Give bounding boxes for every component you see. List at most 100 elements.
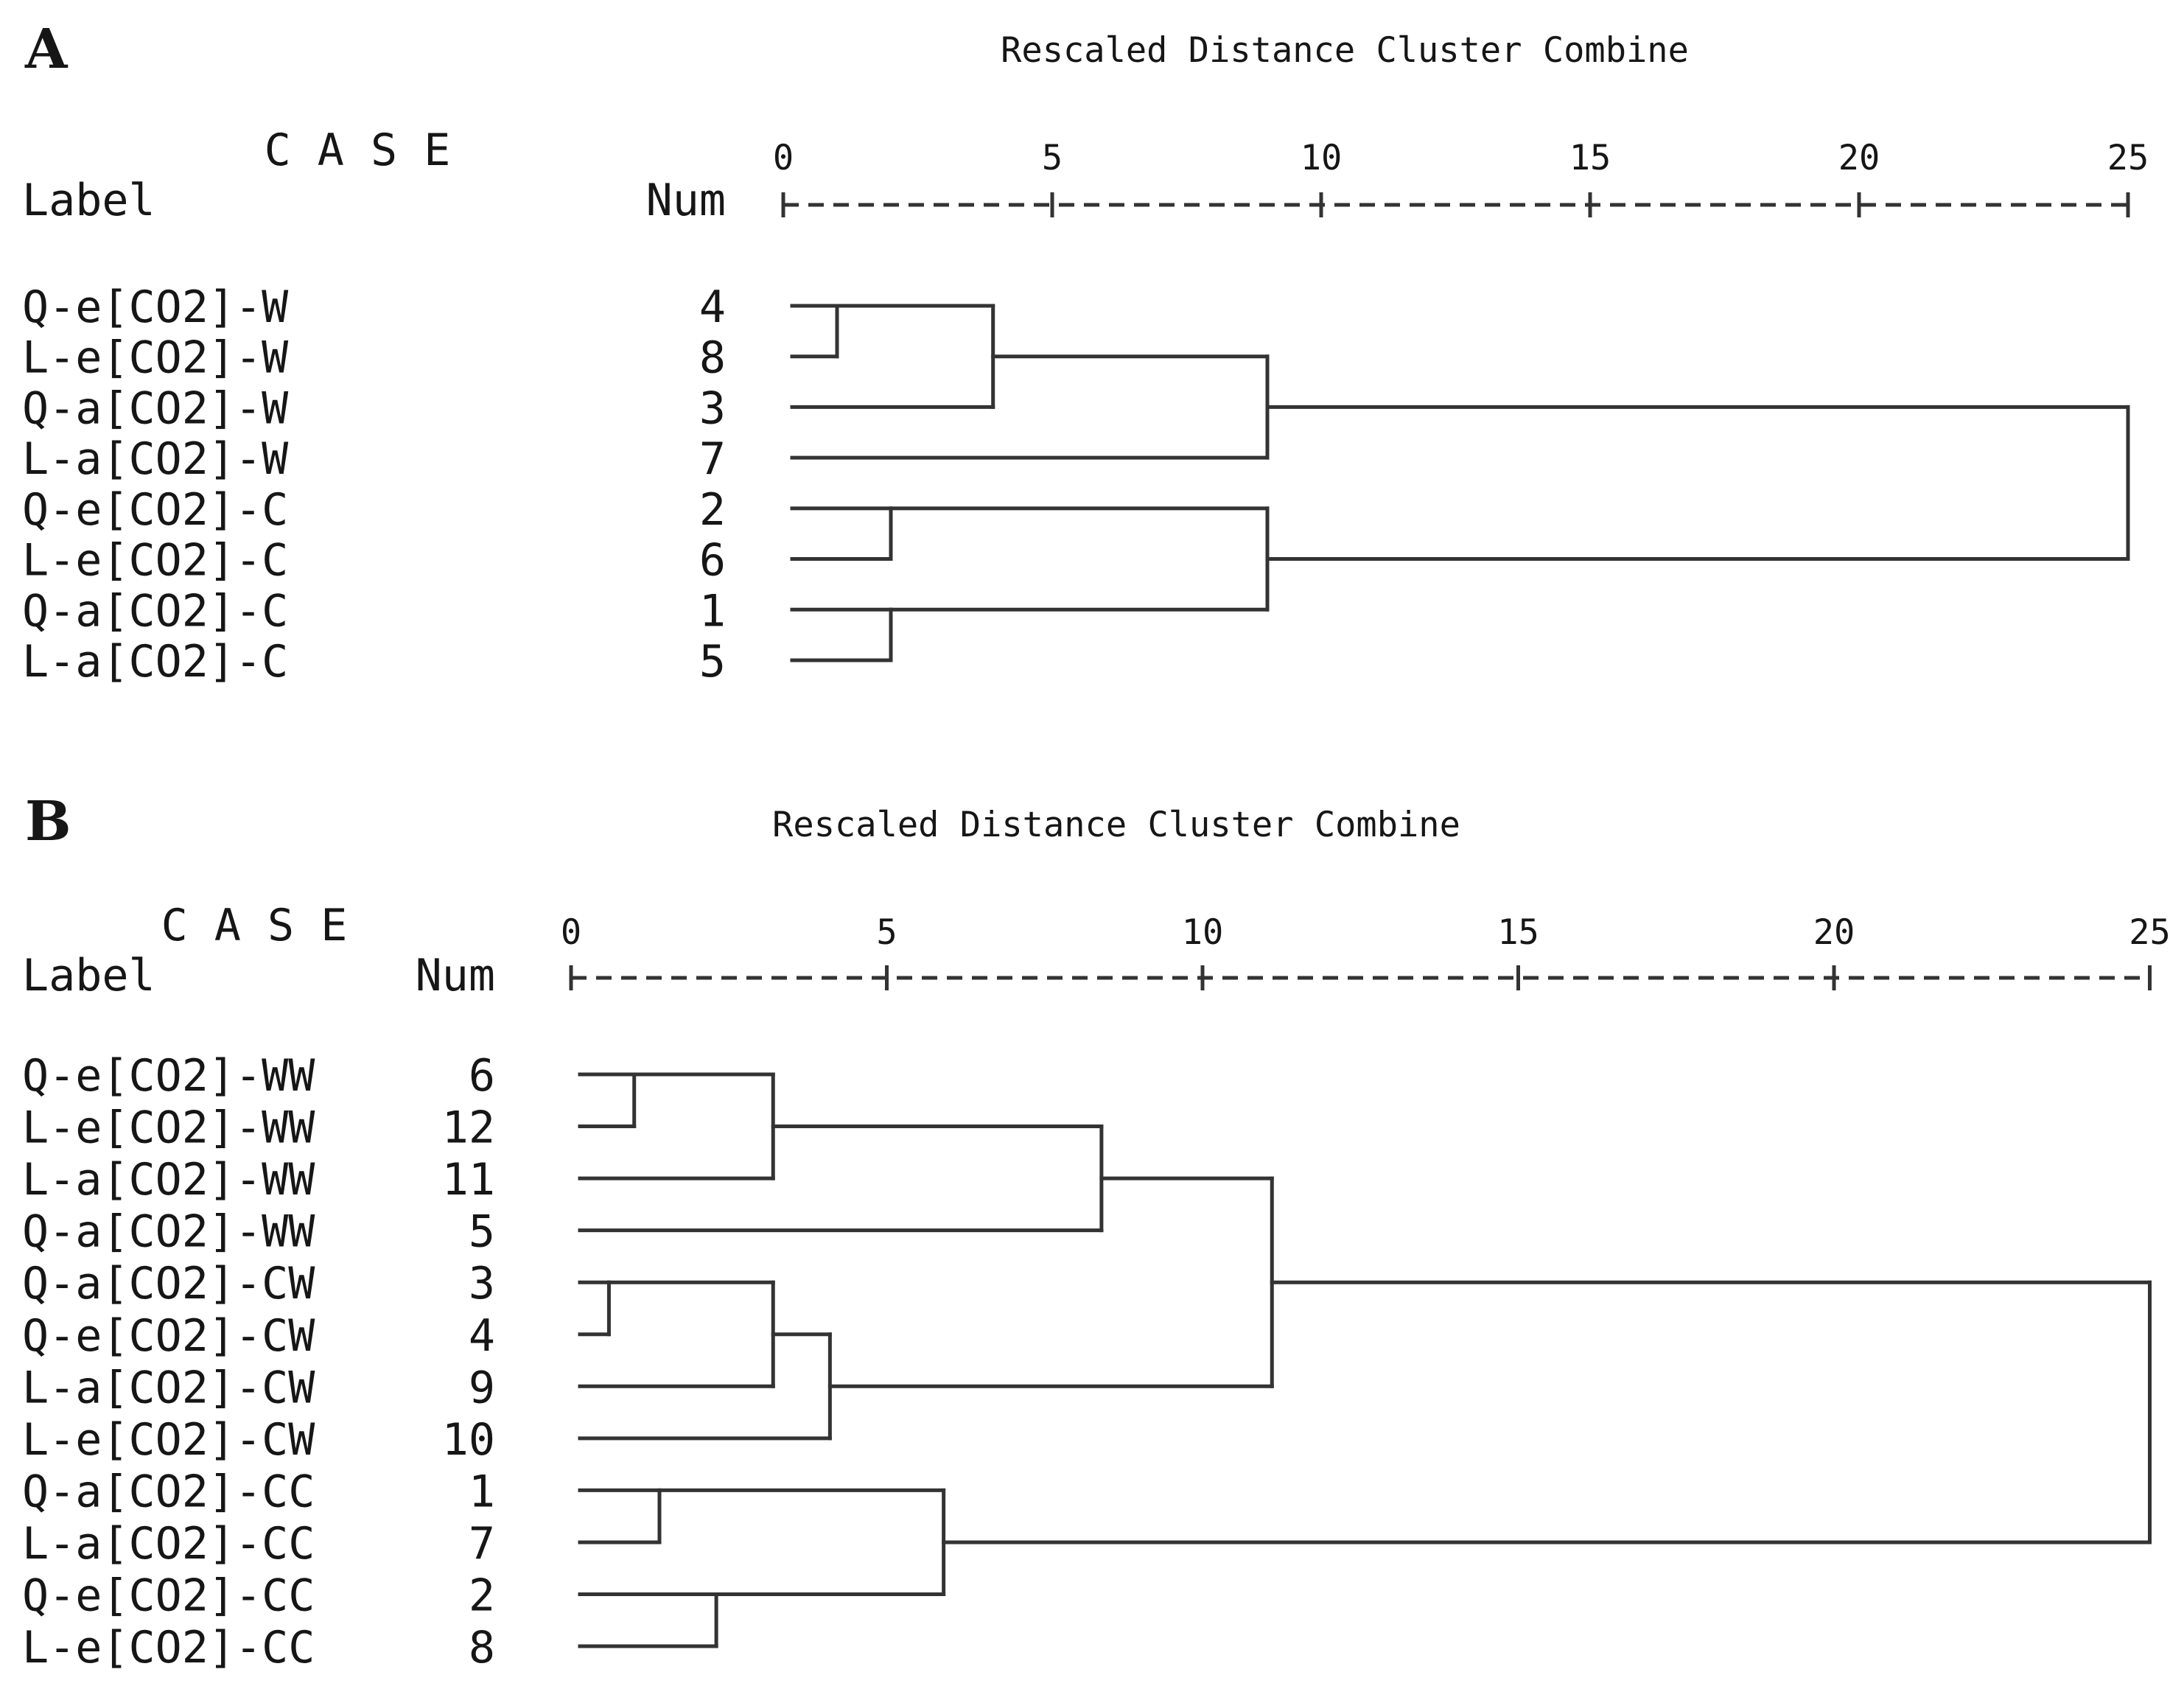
leaf-row: Q-e[CO2]-CC 2: [22, 1570, 718, 1622]
leaf-label: L-a[CO2]-C: [22, 636, 288, 688]
axis-tick-label: 25: [2107, 138, 2149, 178]
leaf-num: 7: [469, 1518, 495, 1570]
cluster-link: [714, 1592, 946, 1648]
leaf-num: 5: [699, 636, 726, 688]
num-column-header: Num: [646, 175, 726, 226]
leaf-label: L-a[CO2]-W: [22, 433, 289, 485]
dendrogram-panel-b: B Rescaled Distance Cluster Combine C A S …: [22, 790, 2171, 1673]
axis-tick-label: 0: [561, 912, 581, 953]
cluster-link: [657, 1488, 946, 1545]
leaf-row: Q-a[CO2]-W 3: [22, 382, 995, 434]
leaf-num: 11: [442, 1154, 495, 1206]
leaf-row: L-e[CO2]-WW 12: [22, 1102, 637, 1154]
leaf-num: 4: [699, 281, 726, 333]
leaf-label: Q-a[CO2]-C: [22, 585, 288, 637]
leaf-num: 7: [699, 433, 726, 485]
cluster-link: [889, 607, 1270, 662]
leaf-row: Q-a[CO2]-WW 5: [22, 1206, 1104, 1258]
leaf-num: 4: [469, 1310, 495, 1362]
leaf-label: Q-a[CO2]-W: [22, 382, 289, 434]
case-header: C A S E: [161, 900, 348, 951]
cluster-link: [606, 1280, 775, 1337]
leaf-row: L-e[CO2]-CW 10: [22, 1414, 832, 1466]
axis-tick-label: 5: [1042, 138, 1063, 178]
axis-tick-label: 5: [876, 912, 897, 953]
leaf-label: Q-e[CO2]-WW: [22, 1050, 315, 1102]
axis-tick-label: 0: [773, 138, 794, 178]
axis-tick-label: 10: [1182, 912, 1224, 953]
dendrogram-tree: [835, 304, 2130, 662]
leaf-num: 2: [469, 1570, 495, 1622]
cluster-link: [1265, 354, 2130, 460]
leaf-label: Q-e[CO2]-CW: [22, 1310, 315, 1362]
leaf-label: L-a[CO2]-CW: [22, 1362, 315, 1413]
leaf-label: L-e[CO2]-WW: [22, 1102, 315, 1154]
leaf-label: Q-a[CO2]-CC: [22, 1466, 315, 1517]
leaf-label: L-a[CO2]-CC: [22, 1518, 315, 1570]
leaf-label: Q-a[CO2]-WW: [22, 1206, 315, 1258]
leaf-row: L-e[CO2]-W 8: [22, 332, 839, 384]
cluster-link: [632, 1072, 775, 1129]
label-column-header: Label: [22, 175, 155, 226]
leaf-label: Q-e[CO2]-W: [22, 281, 289, 333]
cluster-link: [771, 1072, 1104, 1180]
leaf-num: 12: [442, 1102, 495, 1154]
leaf-num: 3: [699, 382, 726, 434]
leaf-row: L-e[CO2]-CC 8: [22, 1622, 718, 1673]
leaf-label: L-e[CO2]-C: [22, 535, 288, 587]
leaf-row: Q-e[CO2]-WW 6: [22, 1050, 637, 1102]
leaf-row: L-a[CO2]-CW 9: [22, 1362, 775, 1413]
leaf-label: L-a[CO2]-WW: [22, 1154, 315, 1206]
leaf-num: 6: [469, 1050, 495, 1102]
leaf-row: L-e[CO2]-C 6: [22, 535, 893, 587]
leaf-num: 1: [469, 1466, 495, 1517]
panel-letter: B: [25, 790, 71, 853]
leaf-num: 6: [699, 535, 726, 587]
leaf-label: Q-e[CO2]-CC: [22, 1570, 315, 1622]
cluster-link: [835, 304, 995, 359]
leaf-row: L-a[CO2]-CC 7: [22, 1518, 662, 1570]
leaf-row: L-a[CO2]-W 7: [22, 433, 1270, 485]
panel-letter: A: [24, 18, 69, 81]
leaf-row: Q-a[CO2]-C 1: [22, 585, 893, 637]
leaf-label: Q-e[CO2]-C: [22, 484, 288, 536]
leaf-label: L-e[CO2]-CW: [22, 1414, 315, 1466]
cluster-link: [942, 1488, 2152, 1596]
leaf-num: 8: [699, 332, 726, 384]
panel-title: Rescaled Distance Cluster Combine: [1001, 30, 1689, 71]
leaf-num: 1: [699, 585, 726, 637]
axis-tick-label: 20: [1813, 912, 1855, 953]
label-column-header: Label: [22, 950, 155, 1001]
leaf-label: L-e[CO2]-W: [22, 332, 289, 384]
leaf-row: L-a[CO2]-WW 11: [22, 1154, 775, 1206]
dendrogram-tree: [606, 1072, 2152, 1648]
leaf-num: 9: [469, 1362, 495, 1413]
case-header: C A S E: [265, 125, 451, 176]
leaf-row: Q-a[CO2]-CC 1: [22, 1466, 662, 1517]
cluster-link: [771, 1280, 832, 1388]
axis-tick-label: 15: [1569, 138, 1611, 178]
leaf-label: L-e[CO2]-CC: [22, 1622, 315, 1673]
leaf-row: Q-e[CO2]-CW 4: [22, 1310, 611, 1362]
leaf-row: Q-e[CO2]-W 4: [22, 281, 839, 333]
cluster-link: [1099, 1124, 1274, 1233]
cluster-link: [1270, 1176, 2152, 1388]
leaf-row: L-a[CO2]-C 5: [22, 636, 893, 688]
leaf-num: 3: [469, 1258, 495, 1309]
leaf-num: 8: [469, 1622, 495, 1673]
leaf-row: Q-e[CO2]-C 2: [22, 484, 893, 536]
cluster-link: [889, 506, 1270, 562]
leaf-num: 10: [442, 1414, 495, 1466]
cluster-link: [827, 1332, 1274, 1441]
num-column-header: Num: [416, 950, 495, 1001]
leaf-num: 2: [699, 484, 726, 536]
cluster-link: [991, 304, 1270, 409]
leaf-num: 5: [469, 1206, 495, 1258]
axis-tick-label: 20: [1838, 138, 1880, 178]
panel-title: Rescaled Distance Cluster Combine: [772, 805, 1460, 845]
